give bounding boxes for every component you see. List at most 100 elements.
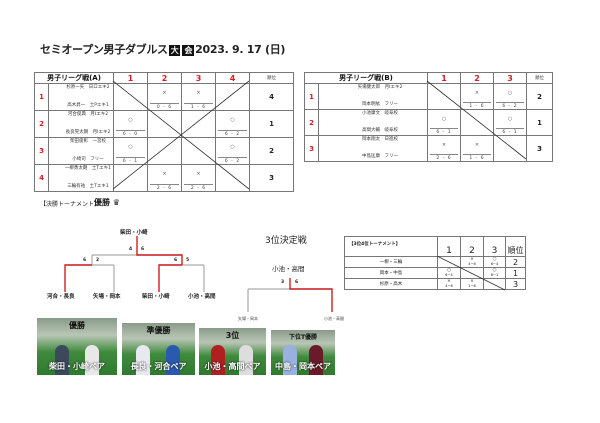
crown-icon: ♛ <box>110 198 120 207</box>
photo-heading: 3位 <box>225 331 240 340</box>
rank-value: 2 <box>249 137 294 165</box>
team-name: 小池・高間 <box>324 316 344 321</box>
match-result: × 2 - 6 <box>427 135 461 162</box>
result-mark: ○ <box>441 115 447 122</box>
photo-heading: 優勝 <box>69 321 85 330</box>
result-score: 6 - 2 <box>218 156 247 164</box>
third-place-title: 3位決定戦 <box>265 236 307 246</box>
match-result: ○ 6 - 1 <box>493 109 527 136</box>
team-name: 河合・長良 <box>47 294 75 300</box>
result-mark: ○ <box>128 116 133 123</box>
bracket-line <box>159 264 205 292</box>
champion-label: 優勝 ♛ <box>94 197 120 208</box>
title-badge: 大 <box>168 45 181 56</box>
result-mark: × <box>474 141 480 148</box>
result-score: 6 - 2 <box>218 129 247 137</box>
result-score: 6−4 <box>490 262 499 266</box>
player-name: 岡本明紘 フリー <box>362 101 398 107</box>
player-name: 矢場健太郎 月Iエキ2 <box>357 85 403 90</box>
result-score: 1 - 6 <box>463 101 491 109</box>
result-mark: ○ <box>507 115 513 122</box>
result-score: 1 - 6 <box>463 153 491 161</box>
result-score: 0 - 6 <box>150 102 179 110</box>
row-number: 4 <box>34 164 49 192</box>
final-score: 4 <box>129 247 133 252</box>
result-mark: × <box>470 257 474 262</box>
result-mark: × <box>196 170 201 177</box>
result-mark: × <box>447 279 451 284</box>
result-score: 6 - 1 <box>496 127 524 135</box>
rank-value: 1 <box>249 110 294 138</box>
empty-cell <box>215 164 250 192</box>
team-name: 矢場・岡本 <box>238 316 258 321</box>
empty-cell <box>113 164 148 192</box>
result-mark: ○ <box>128 143 133 150</box>
result-score: 4−6 <box>445 284 453 288</box>
player-name: 岡本翔太 日進校 <box>362 137 398 142</box>
result-mark: × <box>162 170 167 177</box>
bracket-line <box>247 288 332 312</box>
photo-third: 3位 小池・高間ペア <box>199 328 266 375</box>
semi-score: 5 <box>186 258 190 263</box>
photo-lower-winner: 下位T優勝 中島・岡本ペア <box>271 330 335 375</box>
result-mark: ○ <box>507 89 513 96</box>
result-mark: × <box>470 279 474 284</box>
photo-runner-up: 準優勝 長良・河合ペア <box>122 323 195 375</box>
result-score: 2 - 6 <box>150 183 179 191</box>
champion-name: 柴田・小崎 <box>120 230 148 236</box>
semi-score: 6 <box>83 258 87 263</box>
player-name: 河合俊典 月Iエキ2 <box>67 112 109 117</box>
player-names: 矢場健太郎 月Iエキ2 岡本明紘 フリー <box>318 83 428 110</box>
result-score: 6 - 2 <box>496 101 524 109</box>
empty-cell <box>493 135 527 162</box>
photo-caption: 中島・岡本ペア <box>275 362 331 371</box>
match-result: ○6 - 2 <box>215 110 250 138</box>
rank-value: 3 <box>505 278 526 290</box>
result-score: 1−6 <box>468 284 476 288</box>
result-mark: × <box>162 89 167 96</box>
pair-name: 杉原・高木 <box>344 278 438 290</box>
player-name: 一柳勇太朗 土Tエキ1 <box>64 166 112 171</box>
final-section-label: 【決勝トーナメント】 <box>40 201 101 208</box>
player-name: 長良晃太朗 月Iエキ2 <box>65 129 111 135</box>
title-date: 2023. 9. 17 (日) <box>195 43 286 56</box>
empty-cell <box>181 110 216 138</box>
result-mark: × <box>441 141 447 148</box>
result-score: 6 - 1 <box>116 156 145 164</box>
result-mark: ○ <box>492 268 497 273</box>
photo-heading: 下位T優勝 <box>288 334 318 341</box>
result-mark: ○ <box>230 143 235 150</box>
bracket-line <box>65 264 115 292</box>
champion-label-text: 優勝 <box>94 198 110 207</box>
player-name: 小池康文 岐阜校 <box>362 111 398 116</box>
semi-score: 6 <box>174 258 178 263</box>
result-score: 4−6 <box>468 262 476 266</box>
result-score: 6 - 0 <box>116 129 145 137</box>
player-name: 杉原一矢 日ロエキ2 <box>66 85 110 90</box>
empty-cell <box>147 137 182 165</box>
player-name: 柴田俊彰 一宮校 <box>70 139 106 144</box>
photo-caption: 長良・河合ペア <box>130 362 187 371</box>
match-result: ○6 - 1 <box>427 109 461 136</box>
player-name: 高間大輔 岐阜校 <box>362 127 398 133</box>
photo-caption: 小池・高間ペア <box>204 362 261 371</box>
result-score: 2 - 6 <box>430 153 458 161</box>
player-name: 中島匡康 フリー <box>362 153 398 159</box>
rank-value: 3 <box>249 164 294 192</box>
team-name: 矢場・岡本 <box>93 294 121 300</box>
result-score: 2 - 6 <box>184 183 213 191</box>
result-score: 1 - 6 <box>184 102 213 110</box>
team-name: 柴田・小崎 <box>142 294 170 300</box>
bracket-win-line <box>158 264 182 292</box>
title-badge: 会 <box>182 45 195 56</box>
